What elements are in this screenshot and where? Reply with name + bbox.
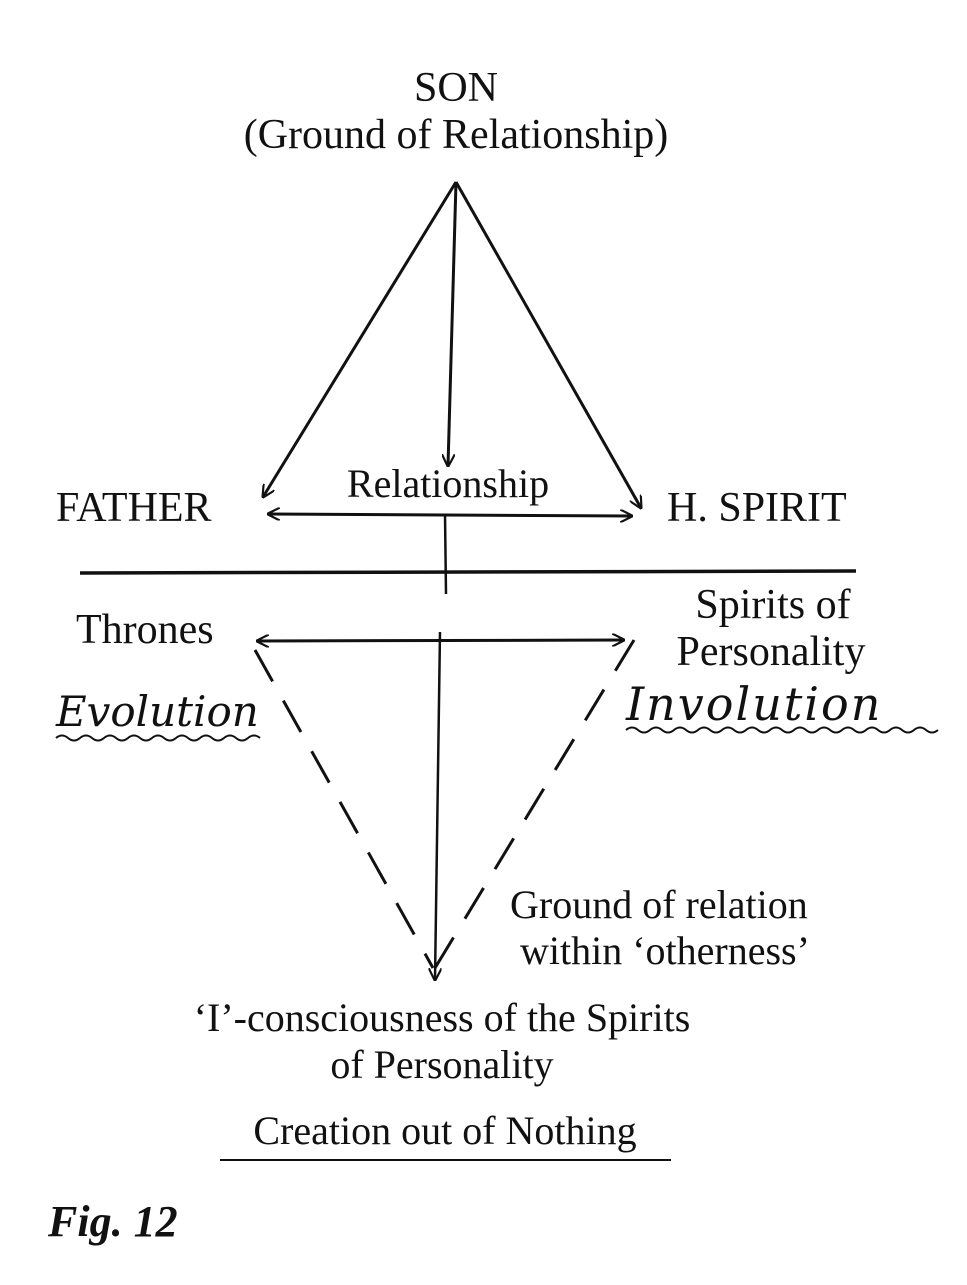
involution-wavy-underline (625, 726, 939, 734)
divider-line (79, 569, 857, 575)
son-to-relationship-arrow (448, 181, 458, 466)
ground-of-relation-line1: Ground of relation (510, 882, 808, 927)
ground-of-relation-line2: within ‘otherness’ (520, 928, 810, 973)
son-subtitle: (Ground of Relationship) (244, 112, 669, 158)
son-to-father-arrow (263, 181, 458, 497)
creation-label: Creation out of Nothing (253, 1108, 636, 1153)
evolution-label: Evolution (55, 687, 259, 736)
spirits-of-label: Spirits of (695, 582, 850, 628)
i-consciousness-line1: ‘I’-consciousness of the Spirits (194, 995, 691, 1040)
father-label: FATHER (56, 485, 212, 531)
evolution-wavy-underline (55, 734, 261, 742)
i-consciousness-line2: of Personality (330, 1042, 553, 1087)
relationship-double-arrow (268, 514, 632, 516)
involution-label: Involution (625, 677, 882, 731)
evolution-dashed-line (253, 649, 435, 969)
involution-dashed-line (433, 639, 636, 969)
thrones-label: Thrones (76, 607, 214, 653)
personality-label: Personality (677, 629, 866, 675)
center-down-arrow (435, 631, 440, 980)
son-to-spirit-arrow (454, 181, 641, 508)
son-label: SON (414, 65, 498, 111)
relationship-stem (443, 513, 448, 595)
holy-spirit-label: H. SPIRIT (667, 485, 847, 531)
relationship-label: Relationship (347, 461, 549, 506)
figure-label: Fig. 12 (47, 1197, 178, 1246)
